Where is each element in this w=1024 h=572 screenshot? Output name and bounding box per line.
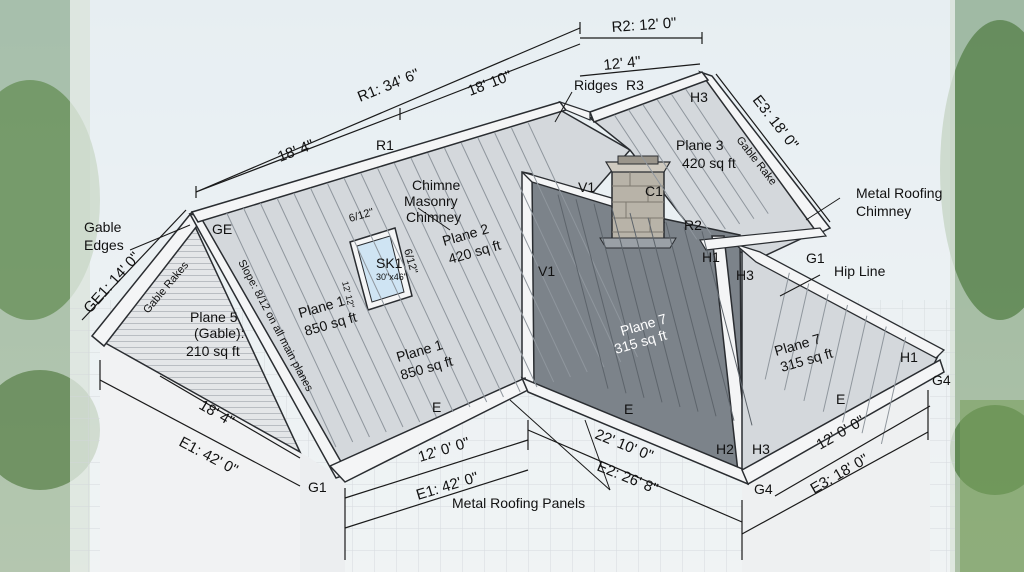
panel-seam: [880, 337, 907, 445]
chimney-c1: [599, 155, 677, 249]
panel-seam: [683, 226, 735, 421]
panel-seam: [647, 217, 699, 412]
dimension-lines: [81, 22, 931, 560]
panel-seam: [243, 207, 354, 443]
panel-seam: [444, 147, 555, 383]
callout-g4-bottom: G4: [754, 481, 773, 497]
panel-seam: [276, 197, 387, 433]
panel-seam: [575, 199, 627, 394]
callout-h2: H2: [716, 441, 734, 457]
plane-5-sub: (Gable):: [194, 325, 245, 341]
panel-seam: [822, 304, 848, 412]
panel-seam: [656, 99, 741, 225]
callout-metal-roofing-1: Metal Roofing: [856, 185, 942, 201]
callout-v1-top: V1: [578, 179, 595, 195]
ridge-r3: [589, 71, 710, 123]
panel-seam: [861, 326, 887, 434]
panel-seam: [460, 142, 571, 378]
callout-h1-mid: H1: [702, 249, 720, 265]
panel-seam: [511, 127, 622, 363]
callout-g1-bottom: G1: [308, 479, 327, 495]
panel-seam: [671, 94, 755, 220]
panel-seam: [527, 122, 638, 358]
panel-seam: [685, 88, 769, 214]
skylight-label: SK1: [376, 255, 403, 271]
panel-seam: [593, 203, 645, 398]
panel-seam: [494, 132, 605, 368]
panel-seam: [259, 202, 370, 438]
callout-gable-edges-2: Edges: [84, 237, 124, 253]
panel-seam: [343, 177, 454, 413]
callout-r3: R3: [626, 77, 644, 93]
callout-ridges: Ridges: [574, 77, 618, 93]
panel-seam: [310, 187, 421, 423]
dim-r2: R2: 12' 0": [611, 15, 677, 36]
roof-panel-seams: [226, 88, 907, 448]
callout-gable-edges-1: Gable: [84, 219, 122, 235]
panel-seam: [360, 172, 471, 408]
right-wall: [742, 382, 930, 572]
callout-chimney-3: Chimney: [406, 209, 461, 225]
callout-e-mid: E: [624, 401, 633, 417]
callout-g1-right: G1: [806, 250, 825, 266]
plane-5-area: 210 sq ft: [186, 343, 240, 359]
panel-seam: [226, 212, 337, 448]
left-wall: [100, 340, 300, 572]
panel-seam: [665, 222, 717, 417]
callout-ge: GE: [212, 221, 232, 237]
callout-chimney-2: Masonry: [404, 193, 458, 209]
panel-seam: [613, 114, 698, 240]
panel-seam: [701, 231, 753, 426]
panel-seam: [842, 315, 868, 423]
gable-rake-right: [698, 70, 832, 235]
panel-seam: [803, 294, 829, 402]
plane-5-name: Plane 5: [190, 309, 238, 325]
leader-lines: [129, 91, 841, 491]
panel-seam: [293, 192, 404, 428]
panel-seam: [764, 272, 790, 380]
callout-h1-right: H1: [900, 349, 918, 365]
callout-h3-top: H3: [690, 89, 708, 105]
callout-c1: C1: [645, 183, 663, 199]
callout-v1-left: V1: [538, 263, 555, 279]
panel-seam: [477, 137, 588, 373]
dark-panel-seams: [557, 194, 753, 426]
panel-seam: [377, 167, 488, 403]
panel-seam: [393, 162, 504, 398]
callout-g4-right: G4: [932, 372, 951, 388]
panel-seam: [410, 157, 521, 393]
panel-seam: [628, 109, 712, 235]
dim-r3-seg: 12' 4": [603, 53, 642, 74]
callout-e-left: E: [432, 399, 441, 415]
hip-line-trim: [734, 243, 946, 359]
callout-r1: R1: [376, 137, 394, 153]
callout-hip-line: Hip Line: [834, 263, 886, 279]
panel-seam: [611, 208, 663, 403]
panel-seam: [642, 104, 726, 230]
callout-h3-mid: H3: [736, 267, 754, 283]
panel-seam: [784, 283, 810, 391]
panel-seam: [629, 212, 681, 408]
callout-h3-bottom: H3: [752, 441, 770, 457]
callout-r2: R2: [684, 217, 702, 233]
plane-3-name: Plane 3: [676, 137, 724, 153]
callout-chimney-1: Chimne: [412, 177, 460, 193]
panel-seam: [557, 194, 609, 389]
callout-metal-roofing-2: Chimney: [856, 203, 911, 219]
panel-seam: [427, 152, 538, 388]
plane-3-area: 420 sq ft: [682, 155, 736, 171]
callout-e-right: E: [836, 391, 845, 407]
callout-metal-roofing-panels: Metal Roofing Panels: [452, 495, 585, 511]
skylight-size: 30"x46": [376, 272, 407, 282]
panel-seam: [326, 182, 437, 418]
